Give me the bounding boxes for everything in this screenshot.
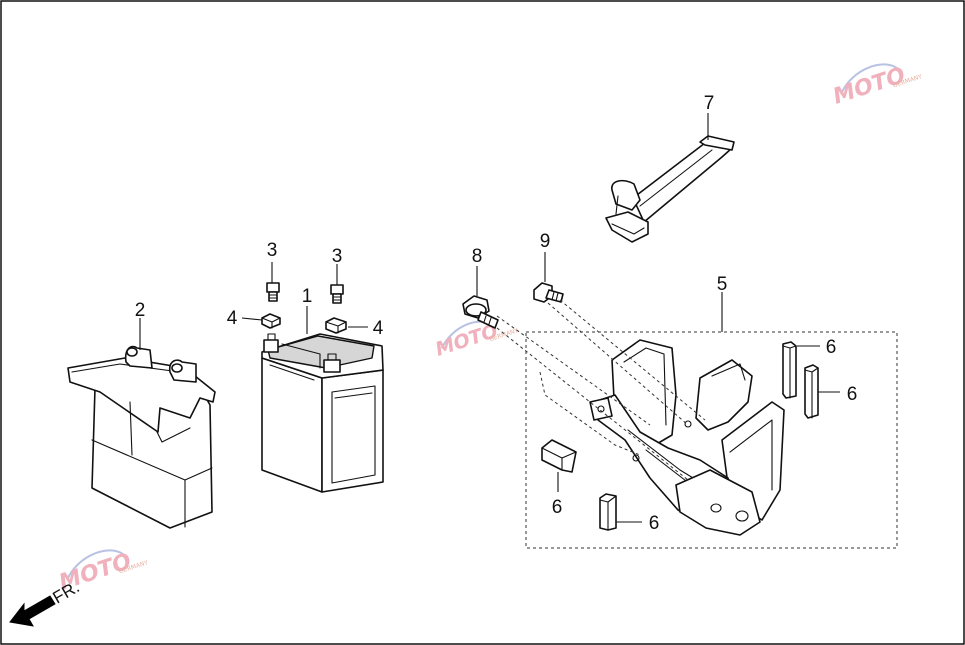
callout-battery: 1 — [302, 286, 313, 307]
battery — [261, 333, 384, 493]
watermark-logo-top-right: MOTO GERMANY — [830, 63, 923, 110]
callout-nut-right: 4 — [373, 318, 384, 339]
callout-pad-bottom-right: 6 — [649, 513, 660, 534]
battery-strap — [605, 135, 735, 243]
pad-top-left — [782, 341, 797, 399]
pad-bottom-right — [599, 493, 617, 531]
callout-bolt-right: 3 — [332, 246, 343, 267]
callout-battery-tray: 5 — [717, 274, 728, 295]
bolt-left — [266, 282, 280, 302]
front-arrow-icon — [9, 595, 56, 627]
callout-tray-bolt: 9 — [540, 231, 551, 252]
callout-battery-cover: 2 — [135, 300, 146, 321]
callout-pad-top-right: 6 — [847, 384, 858, 405]
pad-bottom-left — [541, 439, 577, 473]
front-direction-indicator: FR. — [9, 577, 83, 627]
callout-flange-bolt: 8 — [472, 246, 483, 267]
leader-lines — [139, 113, 840, 523]
callout-bolt-left: 3 — [267, 240, 278, 261]
callout-nut-left: 4 — [227, 308, 238, 329]
nut-right — [325, 317, 347, 334]
flange-bolt — [462, 295, 499, 329]
battery-cover — [67, 345, 216, 529]
callout-pad-top-left: 6 — [826, 337, 837, 358]
callout-pad-bottom-left: 6 — [552, 497, 563, 518]
tray-bolt — [533, 282, 564, 303]
projection-lines — [496, 299, 706, 481]
pad-top-right — [804, 364, 819, 419]
battery-tray — [589, 339, 785, 536]
bolt-right — [330, 284, 344, 304]
nut-left — [261, 313, 281, 329]
callout-battery-strap: 7 — [704, 93, 715, 114]
